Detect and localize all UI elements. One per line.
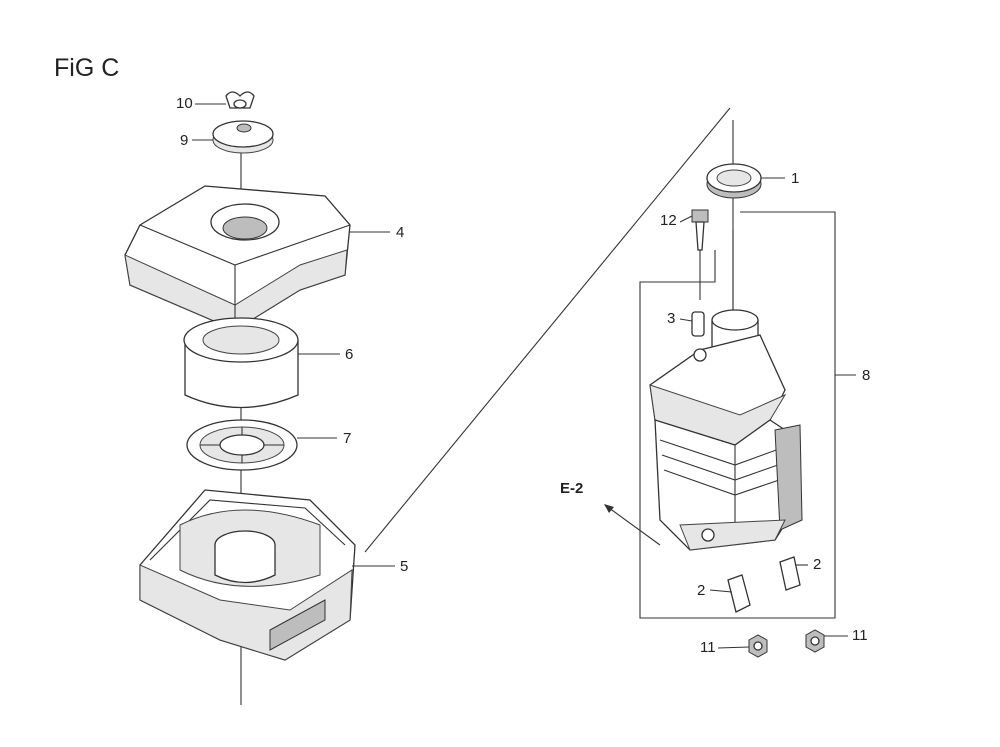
air-cleaner-case-icon <box>139 489 356 661</box>
collar-icon-lower <box>727 556 801 613</box>
leader-11a <box>717 646 750 649</box>
reference-leader <box>604 504 661 546</box>
reference-label-e2: E-2 <box>560 480 584 497</box>
callout-3: 3 <box>667 310 676 327</box>
element-grid-icon <box>186 419 298 471</box>
seal-ring-icon <box>706 163 762 199</box>
reference-arrowhead <box>604 504 614 513</box>
washer-icon <box>212 120 274 154</box>
callout-7: 7 <box>343 430 352 447</box>
connection-line <box>364 107 731 553</box>
air-cleaner-cover-icon <box>124 185 351 331</box>
callout-2-right: 2 <box>813 556 822 573</box>
callout-8: 8 <box>862 367 871 384</box>
callout-5: 5 <box>400 558 409 575</box>
figure-title: FiG C <box>54 54 120 82</box>
callout-6: 6 <box>345 346 354 363</box>
bracket-8 <box>639 211 836 619</box>
wing-nut-icon <box>225 91 255 109</box>
callout-2-left: 2 <box>697 582 706 599</box>
air-cleaner-elbow-icon <box>649 230 803 551</box>
foam-element-icon <box>183 317 299 409</box>
callout-10: 10 <box>176 95 193 112</box>
leader-12 <box>679 215 693 223</box>
collar-icon <box>691 311 705 337</box>
callout-11-left: 11 <box>700 639 716 656</box>
leader-3 <box>679 318 693 322</box>
callout-11-right: 11 <box>852 627 868 644</box>
flange-bolt-icon <box>691 209 709 300</box>
callout-9: 9 <box>180 132 189 149</box>
callout-4: 4 <box>396 224 405 241</box>
flange-nut-icon <box>748 629 825 658</box>
callout-12: 12 <box>660 212 677 229</box>
leader-2a <box>709 589 733 593</box>
callout-1: 1 <box>791 170 800 187</box>
